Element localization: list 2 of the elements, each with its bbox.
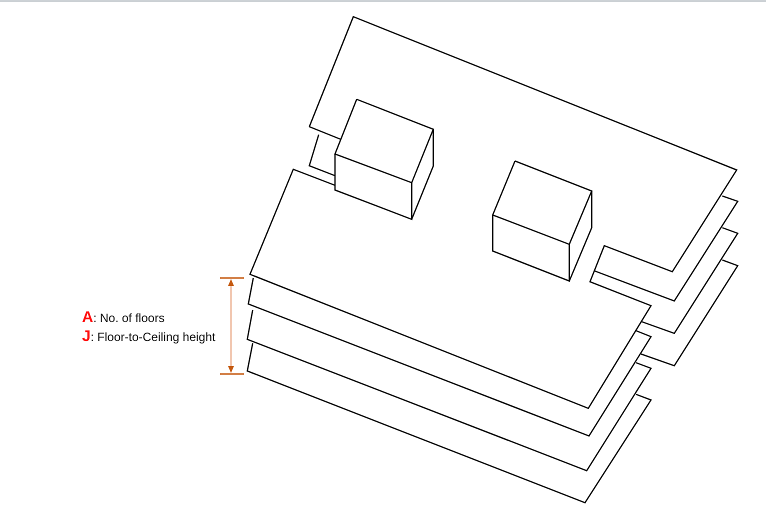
- annotation-text: A: No. of floors: [82, 310, 165, 326]
- annotation-text: J: Floor-to-Ceiling height: [82, 329, 216, 345]
